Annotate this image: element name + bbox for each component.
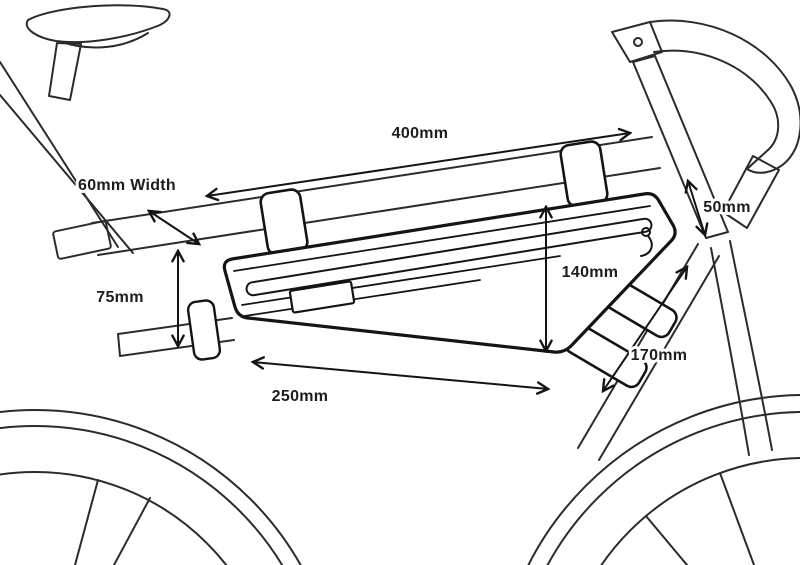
front-spoke [645, 515, 688, 565]
dimension-60mm-width: 60mm Width [75, 174, 199, 244]
handlebar-inner [653, 49, 780, 151]
seat-tube-strap [186, 299, 222, 361]
head-tube [654, 55, 729, 233]
top-strap-left [259, 188, 309, 256]
dimension-label-60mm-width: 60mm Width [78, 177, 176, 194]
dimension-arrow-250mm [253, 362, 548, 389]
dimension-label-400mm: 400mm [392, 125, 449, 142]
dimension-250mm: 250mm [253, 362, 548, 408]
dimension-label-170mm: 170mm [631, 347, 688, 364]
front-spoke [719, 472, 755, 565]
handlebar-drop [746, 149, 769, 170]
zipper [245, 217, 653, 297]
stem-bolt [633, 37, 643, 47]
dimension-400mm: 400mm [207, 122, 630, 196]
dimension-label-250mm: 250mm [272, 388, 329, 405]
rear-wheel [0, 409, 302, 565]
head-tube-base [705, 231, 729, 239]
seat-cluster-clamp [52, 220, 112, 260]
seat-stay [0, 61, 119, 248]
dimension-label-75mm: 75mm [96, 289, 143, 306]
dimension-arrow-50mm [688, 181, 705, 235]
top-strap-right [559, 140, 609, 208]
seat-stay [0, 94, 134, 254]
saddle [25, 4, 171, 44]
handlebar-outer [649, 19, 800, 174]
seat-post [48, 42, 82, 101]
head-tube-cap [632, 55, 656, 63]
rear-spoke [74, 479, 99, 565]
dimension-arrow-60mm-width [149, 211, 199, 244]
dimension-75mm: 75mm [93, 251, 178, 346]
dimension-label-50mm: 50mm [703, 199, 750, 216]
dimension-50mm: 50mm [688, 181, 753, 235]
fork-blade [729, 240, 773, 451]
brake-lever [722, 155, 780, 229]
brand-label-patch [288, 280, 356, 314]
dimension-arrow-170mm [603, 267, 687, 391]
dimension-arrow-400mm [207, 133, 630, 196]
top-seam [233, 205, 651, 272]
zipper-pull-cord [640, 235, 653, 257]
zipper-pull [641, 227, 651, 237]
seat-tube-stub-cap [117, 333, 121, 357]
rear-spoke [113, 497, 151, 565]
fork-blade [710, 247, 750, 456]
dimension-annotations: 400mm 60mm Width 50mm 140mm 75mm 250mm 1… [75, 122, 753, 408]
front-wheel [527, 394, 800, 565]
dimension-170mm: 170mm [603, 267, 690, 391]
dimension-label-140mm: 140mm [562, 264, 619, 281]
lower-seam [244, 279, 481, 317]
